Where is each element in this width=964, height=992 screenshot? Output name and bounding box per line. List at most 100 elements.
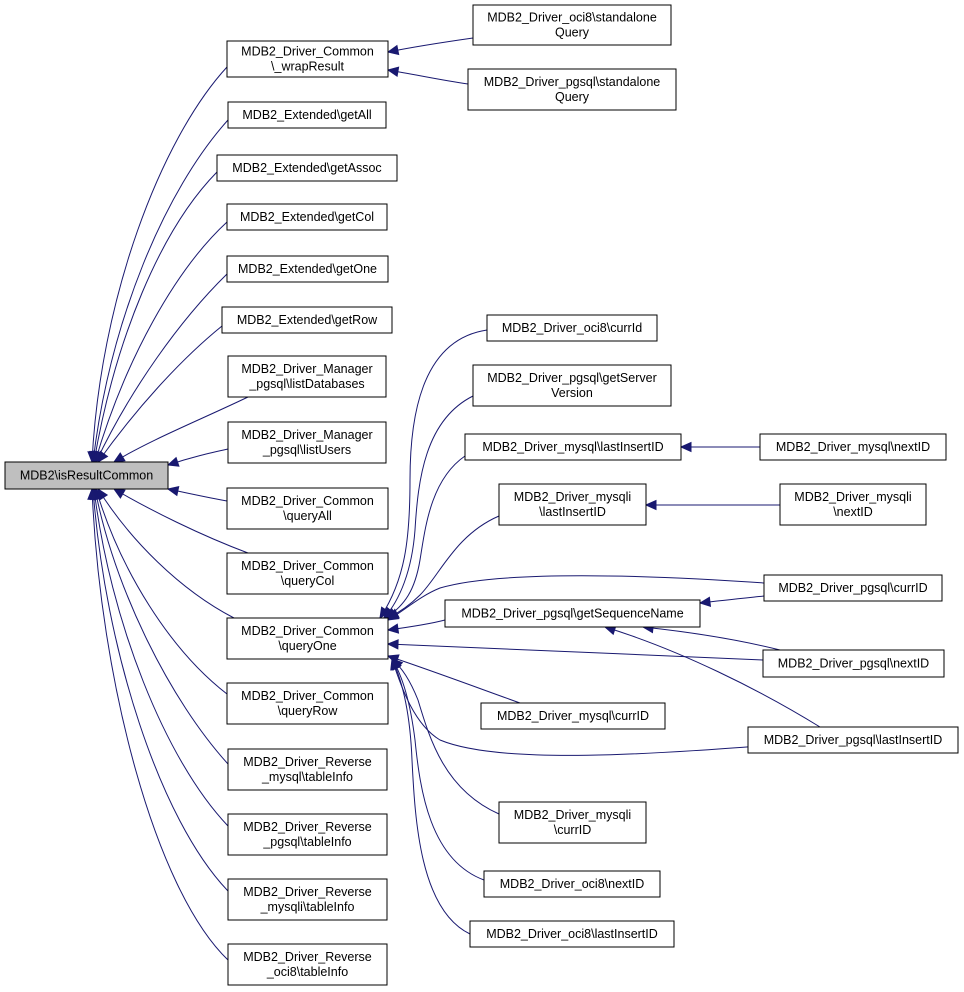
node-box[interactable] xyxy=(227,101,387,129)
edge-oci8CurrId-to-queryOne xyxy=(379,329,488,620)
node-root[interactable]: MDB2\isResultCommon xyxy=(4,461,169,490)
node-box[interactable] xyxy=(444,599,701,628)
node-wrapResult[interactable]: MDB2_Driver_Common\_wrapResult xyxy=(226,40,389,78)
edge-pgsqlGetSequenceName-to-queryOne xyxy=(386,619,446,634)
node-mysqlCurrID[interactable]: MDB2_Driver_mysql\currID xyxy=(480,702,666,730)
node-revMysqli[interactable]: MDB2_Driver_Reverse_mysqli\tableInfo xyxy=(227,878,388,921)
node-box[interactable] xyxy=(486,314,658,342)
edge-listDatabases-to-root xyxy=(112,396,249,463)
node-box[interactable] xyxy=(759,433,947,461)
node-mysqlLastInsertID[interactable]: MDB2_Driver_mysql\lastInsertID xyxy=(464,433,682,461)
node-box[interactable] xyxy=(472,364,672,407)
node-box[interactable] xyxy=(227,355,387,398)
node-revPgsql[interactable]: MDB2_Driver_Reverse_pgsql\tableInfo xyxy=(227,813,388,856)
node-pgsqlGetSequenceName[interactable]: MDB2_Driver_pgsql\getSequenceName xyxy=(444,599,701,628)
edge-line xyxy=(391,658,471,935)
edges-layer xyxy=(87,37,821,961)
node-oci8CurrId[interactable]: MDB2_Driver_oci8\currId xyxy=(486,314,658,342)
node-box[interactable] xyxy=(498,483,647,526)
node-label-line: MDB2_Driver_oci8\lastInsertID xyxy=(486,927,658,941)
node-box[interactable] xyxy=(498,801,647,844)
node-mysqlNextID[interactable]: MDB2_Driver_mysql\nextID xyxy=(759,433,947,461)
node-box[interactable] xyxy=(227,748,388,791)
node-box[interactable] xyxy=(227,943,388,986)
node-mysqliNextID[interactable]: MDB2_Driver_mysqli\nextID xyxy=(779,483,927,526)
node-box[interactable] xyxy=(226,40,389,78)
node-getAll[interactable]: MDB2_Extended\getAll xyxy=(227,101,387,129)
edge-pgsqlNextID-to-pgsqlGetSequenceName xyxy=(641,622,781,651)
edge-pgsqlNextID-to-queryOne xyxy=(386,639,764,661)
node-revMysql[interactable]: MDB2_Driver_Reverse_mysql\tableInfo xyxy=(227,748,388,791)
node-box[interactable] xyxy=(469,920,675,948)
node-label-line: \_wrapResult xyxy=(271,60,344,74)
node-label-line: MDB2_Driver_pgsql\standalone xyxy=(484,75,661,89)
node-queryRow[interactable]: MDB2_Driver_Common\queryRow xyxy=(226,682,389,725)
node-getRow[interactable]: MDB2_Extended\getRow xyxy=(221,306,393,334)
node-box[interactable] xyxy=(483,870,661,898)
node-queryCol[interactable]: MDB2_Driver_Common\queryCol xyxy=(226,552,389,595)
node-mysqliCurrID[interactable]: MDB2_Driver_mysqli\currID xyxy=(498,801,647,844)
node-queryOne[interactable]: MDB2_Driver_Common\queryOne xyxy=(226,617,389,660)
node-label-line: \currID xyxy=(554,823,592,837)
edge-line xyxy=(91,66,228,463)
edge-oci8NextID-to-queryOne xyxy=(391,657,485,881)
edge-getAssoc-to-root xyxy=(90,171,218,464)
edge-getAll-to-root xyxy=(89,119,229,464)
edge-queryRow-to-root xyxy=(93,487,228,695)
node-box[interactable] xyxy=(747,726,959,754)
node-getOne[interactable]: MDB2_Extended\getOne xyxy=(226,255,389,283)
node-label-line: MDB2_Driver_mysqli xyxy=(514,490,631,504)
node-label-line: \queryRow xyxy=(278,704,339,718)
node-revOci8[interactable]: MDB2_Driver_Reverse_oci8\tableInfo xyxy=(227,943,388,986)
node-box[interactable] xyxy=(227,813,388,856)
node-label-line: MDB2_Driver_Common xyxy=(241,689,374,703)
node-getCol[interactable]: MDB2_Extended\getCol xyxy=(226,203,388,231)
node-box[interactable] xyxy=(226,203,388,231)
node-oci8NextID[interactable]: MDB2_Driver_oci8\nextID xyxy=(483,870,661,898)
node-box[interactable] xyxy=(216,154,398,182)
node-label-line: MDB2_Driver_Reverse xyxy=(243,950,372,964)
edge-line xyxy=(113,396,249,463)
node-box[interactable] xyxy=(480,702,666,730)
node-box[interactable] xyxy=(226,552,389,595)
node-listUsers[interactable]: MDB2_Driver_Manager_pgsql\listUsers xyxy=(227,421,387,464)
node-mysqliLastInsertID[interactable]: MDB2_Driver_mysqli\lastInsertID xyxy=(498,483,647,526)
node-box[interactable] xyxy=(464,433,682,461)
node-box[interactable] xyxy=(226,255,389,283)
edge-arrowhead xyxy=(386,66,400,77)
node-listDatabases[interactable]: MDB2_Driver_Manager_pgsql\listDatabases xyxy=(227,355,387,398)
edge-line xyxy=(92,119,229,463)
node-box[interactable] xyxy=(226,682,389,725)
node-box[interactable] xyxy=(221,306,393,334)
node-box[interactable] xyxy=(472,4,672,46)
node-label-line: MDB2_Driver_mysql\lastInsertID xyxy=(482,440,663,454)
node-box[interactable] xyxy=(227,421,387,464)
node-box[interactable] xyxy=(763,574,943,602)
node-box[interactable] xyxy=(226,617,389,660)
node-label-line: MDB2_Extended\getAll xyxy=(242,108,371,122)
node-label-line: _oci8\tableInfo xyxy=(266,965,348,979)
node-pgsqlCurrID[interactable]: MDB2_Driver_pgsql\currID xyxy=(763,574,943,602)
node-box[interactable] xyxy=(467,68,677,111)
edge-arrowhead xyxy=(698,596,712,607)
node-pgsqlNextID[interactable]: MDB2_Driver_pgsql\nextID xyxy=(762,649,945,678)
node-oci8LastInsertID[interactable]: MDB2_Driver_oci8\lastInsertID xyxy=(469,920,675,948)
edge-line xyxy=(387,69,469,85)
node-box[interactable] xyxy=(227,878,388,921)
edge-arrowhead xyxy=(679,441,692,453)
node-box[interactable] xyxy=(226,487,389,530)
node-box[interactable] xyxy=(4,461,169,490)
edge-line xyxy=(387,575,765,621)
node-box[interactable] xyxy=(762,649,945,678)
node-queryAll[interactable]: MDB2_Driver_Common\queryAll xyxy=(226,487,389,530)
node-box[interactable] xyxy=(779,483,927,526)
edge-line xyxy=(97,325,223,463)
edge-line xyxy=(604,626,821,728)
edge-arrowhead xyxy=(386,610,400,621)
node-getAssoc[interactable]: MDB2_Extended\getAssoc xyxy=(216,154,398,182)
node-pgsqlLastInsertID[interactable]: MDB2_Driver_pgsql\lastInsertID xyxy=(747,726,959,754)
edge-mysqliCurrID-to-queryOne xyxy=(391,658,500,815)
